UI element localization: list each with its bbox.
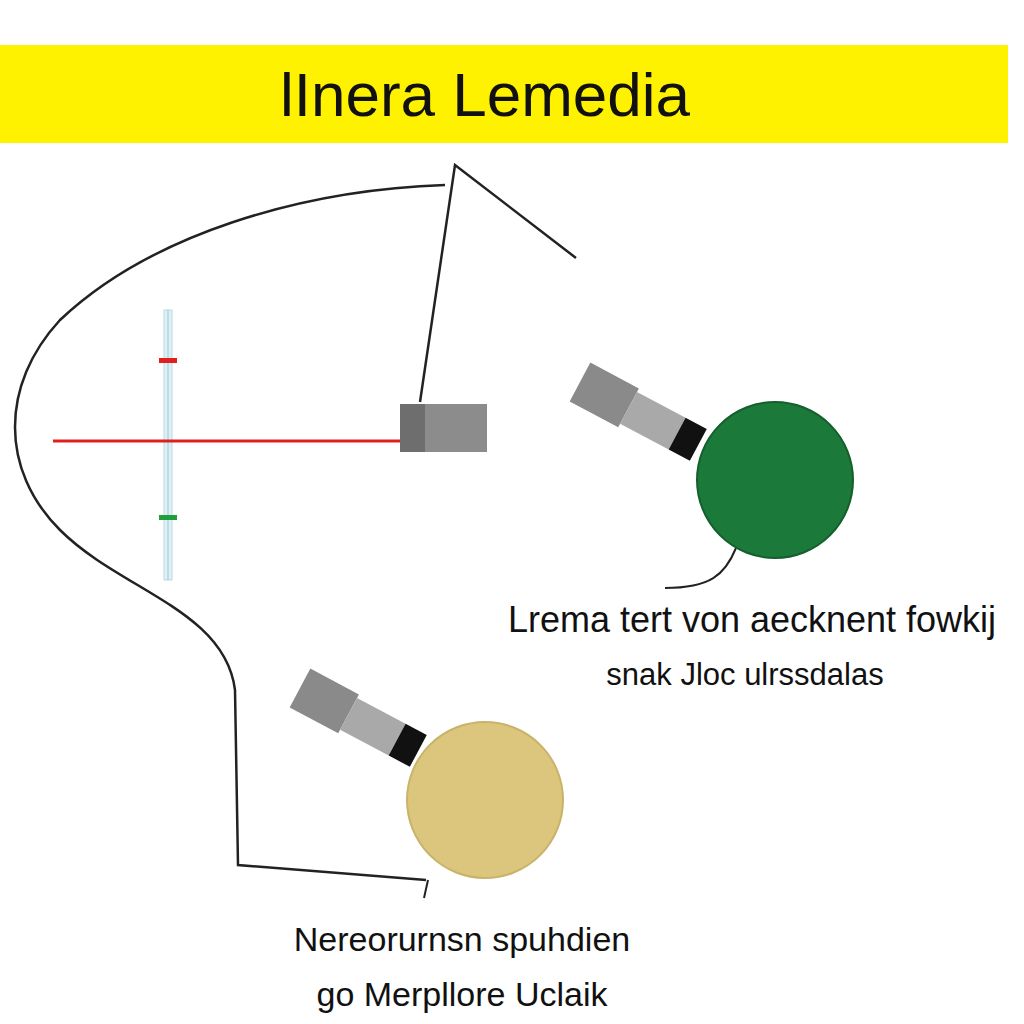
callout-label: Nereorurnsn spuhdien <box>294 921 630 958</box>
leader-line <box>424 880 428 898</box>
green-disc <box>697 402 853 558</box>
title-band <box>0 45 1008 143</box>
callout-label: go Merpllore Uclaik <box>317 976 608 1013</box>
ruler <box>164 310 172 580</box>
laser-beam <box>53 440 402 443</box>
emitter-cap <box>400 404 425 452</box>
flashlight <box>290 669 429 771</box>
ruler-axis <box>168 310 169 580</box>
wire <box>420 165 576 402</box>
green-mark <box>159 515 177 520</box>
title: lInera Lemedia <box>280 61 690 129</box>
leader-line <box>665 548 736 588</box>
callout-label: snak Jloc ulrssdalas <box>606 658 883 692</box>
outline-curve <box>15 185 445 880</box>
emitter-box <box>400 404 487 452</box>
flashlight <box>570 363 709 465</box>
callout-label: Lrema tert von aecknent fowkij <box>508 600 996 640</box>
tan-disc <box>407 722 563 878</box>
red-mark <box>159 358 177 363</box>
